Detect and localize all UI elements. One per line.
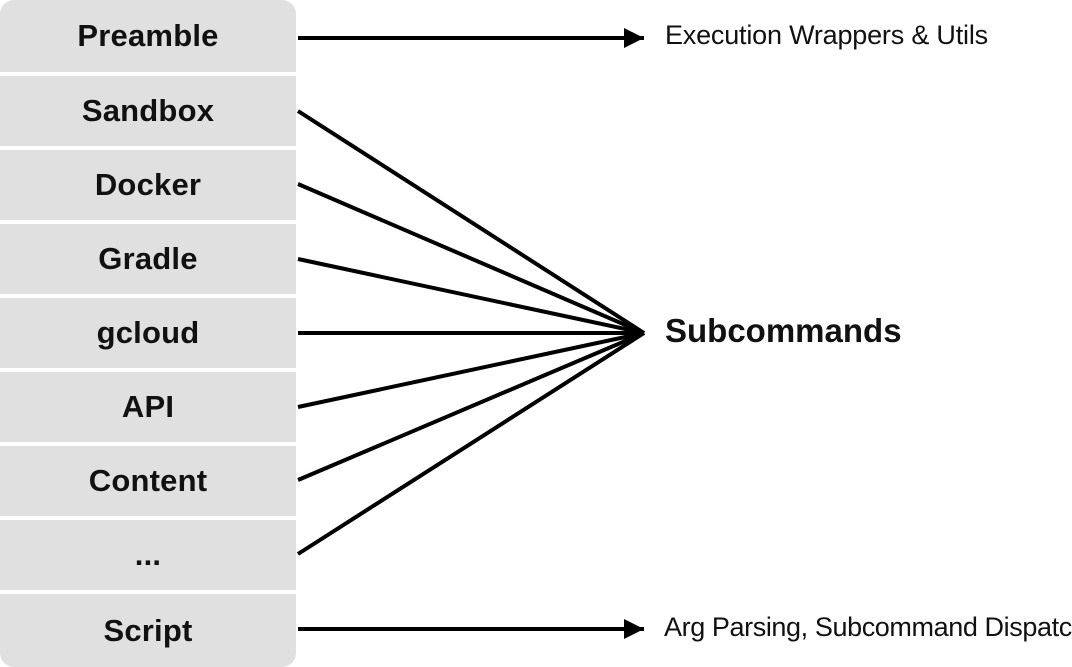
layer-docker: Docker (0, 150, 296, 220)
fan-line-ellipsis (296, 331, 646, 556)
layer-label: gcloud (96, 315, 200, 350)
layer-preamble: Preamble (0, 0, 296, 72)
layer-label: Content (88, 463, 208, 498)
layer-stack: Preamble Sandbox Docker Gradle gcloud AP… (0, 0, 296, 667)
fan-line-api (297, 331, 645, 409)
layer-api: API (0, 372, 296, 442)
fan-line-sandbox (296, 109, 646, 335)
layer-gradle: Gradle (0, 224, 296, 294)
layer-label: ... (134, 537, 162, 572)
layer-label: Sandbox (81, 93, 215, 128)
layer-content: Content (0, 446, 296, 516)
layer-script: Script (0, 594, 296, 667)
subcommand-fan (296, 109, 646, 556)
subcommands-annotation: Subcommands (665, 312, 902, 349)
script-annotation: Arg Parsing, Subcommand Dispatch (664, 612, 1072, 642)
layer-label: Docker (94, 167, 202, 202)
layer-ellipsis: ... (0, 520, 296, 590)
fan-line-docker (297, 182, 645, 335)
fan-line-gradle (297, 257, 645, 335)
fan-line-content (297, 331, 645, 482)
layer-label: Preamble (77, 18, 219, 53)
layer-gcloud: gcloud (0, 298, 296, 368)
preamble-annotation: Execution Wrappers & Utils (665, 20, 988, 50)
layer-label: API (121, 389, 175, 424)
layer-label: Script (103, 612, 193, 648)
layer-label: Gradle (98, 241, 198, 276)
layer-sandbox: Sandbox (0, 76, 296, 146)
